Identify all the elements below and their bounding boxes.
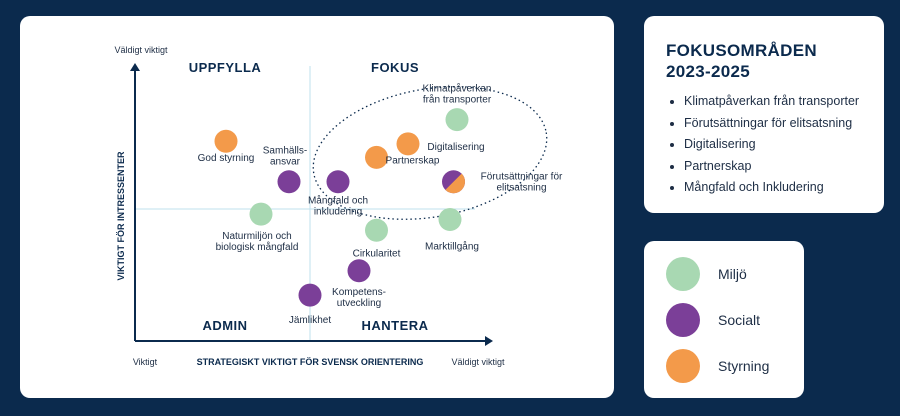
point-naturmiljön-och-biologisk-mångfald-label: Naturmiljön och (222, 231, 291, 242)
y-axis-title: VIKTIGT FÖR INTRESSENTER (116, 151, 126, 281)
legend-item-socialt: Socialt (666, 303, 796, 337)
point-förutsättningar-för-elitsatsning-marker-secondary (445, 173, 465, 194)
point-digitalisering-marker (396, 132, 420, 156)
focus-area-item: Mångfald och Inkludering (684, 177, 859, 199)
quadrant-label-bottom-left: ADMIN (202, 318, 247, 333)
y-axis-arrow (130, 63, 140, 71)
point-mångfald-och-inkludering-label: inkludering (314, 207, 362, 218)
x-axis-title: STRATEGISKT VIKTIGT FÖR SVENSK ORIENTERI… (197, 357, 424, 367)
point-jämlikhet-marker (298, 283, 322, 307)
point-naturmiljön-och-biologisk-mångfald-label: biologisk mångfald (216, 241, 299, 253)
x-axis-arrow (485, 336, 493, 346)
focus-areas-title-line1: FOKUSOMRÅDEN (666, 41, 817, 60)
focus-area-item: Digitalisering (684, 134, 859, 156)
point-cirkularitet-label: Cirkularitet (353, 248, 401, 259)
legend-item-styrning: Styrning (666, 349, 796, 383)
point-god-styrning-label: God styrning (198, 153, 255, 164)
chart-panel: UPPFYLLA FOKUS ADMIN HANTERA Väldigt viktigt… (20, 16, 614, 398)
point-kompetensutveckling-label: Kompetens- (332, 287, 386, 298)
point-naturmiljön-och-biologisk-mångfald-marker (249, 202, 273, 226)
point-förutsättningar-för-elitsatsning-label: Förutsättningar för (481, 172, 563, 183)
legend-panel: Miljö Socialt Styrning (644, 241, 804, 398)
point-kompetensutveckling-marker (347, 259, 371, 283)
point-förutsättningar-för-elitsatsning-label: elitsatsning (496, 183, 546, 194)
point-marktillgång-label: Marktillgång (425, 241, 479, 253)
legend-label-styrning: Styrning (718, 358, 770, 374)
x-axis-tick-label: Viktigt (133, 357, 158, 367)
point-digitalisering-label: Digitalisering (427, 142, 484, 153)
point-cirkularitet-marker (365, 218, 388, 242)
point-partnerskap-marker (365, 145, 388, 169)
x-axis-tick-label: Väldigt viktigt (451, 357, 505, 367)
focus-areas-list: Klimatpåverkan från transporter Förutsät… (666, 91, 859, 199)
legend-item-miljo: Miljö (666, 257, 796, 291)
focus-area-item: Partnerskap (684, 156, 859, 178)
focus-area-item: Klimatpåverkan från transporter (684, 91, 859, 113)
quadrant-label-top-right: FOKUS (371, 60, 419, 75)
point-god-styrning-marker (214, 129, 238, 153)
legend-label-socialt: Socialt (718, 312, 761, 328)
focus-areas-title-line2: 2023-2025 (666, 62, 750, 81)
point-kompetensutveckling-label: utveckling (337, 298, 381, 309)
point-mångfald-och-inkludering-marker (326, 170, 350, 194)
legend-dot-miljo (666, 257, 700, 291)
point-klimatpåverkan-från-transporter-marker (445, 108, 469, 132)
point-samhällsansvar-label: ansvar (270, 157, 301, 168)
point-mångfald-och-inkludering-label: Mångfald och (308, 195, 368, 207)
point-marktillgång-marker (438, 208, 462, 231)
materiality-matrix-chart: UPPFYLLA FOKUS ADMIN HANTERA Väldigt viktigt… (114, 45, 563, 367)
legend-label-miljo: Miljö (718, 266, 747, 282)
point-partnerskap-label: Partnerskap (386, 155, 440, 166)
quadrant-label-bottom-right: HANTERA (361, 318, 428, 333)
point-samhällsansvar-label: Samhälls- (263, 146, 307, 157)
legend-dot-styrning (666, 349, 700, 383)
focus-area-item: Förutsättningar för elitsatsning (684, 113, 859, 135)
legend-dot-socialt (666, 303, 700, 337)
point-klimatpåverkan-från-transporter-label: Klimatpåverkan (423, 83, 492, 95)
point-jämlikhet-label: Jämlikhet (289, 315, 331, 326)
point-samhällsansvar-marker (277, 170, 301, 194)
y-axis-top-label: Väldigt viktigt (114, 45, 168, 55)
quadrant-label-top-left: UPPFYLLA (189, 60, 262, 75)
focus-area-ellipse (312, 86, 548, 220)
focus-areas-title: FOKUSOMRÅDEN 2023-2025 (666, 40, 866, 82)
point-klimatpåverkan-från-transporter-label: från transporter (423, 94, 492, 106)
focus-areas-panel: FOKUSOMRÅDEN 2023-2025 Klimatpåverkan fr… (644, 16, 884, 213)
